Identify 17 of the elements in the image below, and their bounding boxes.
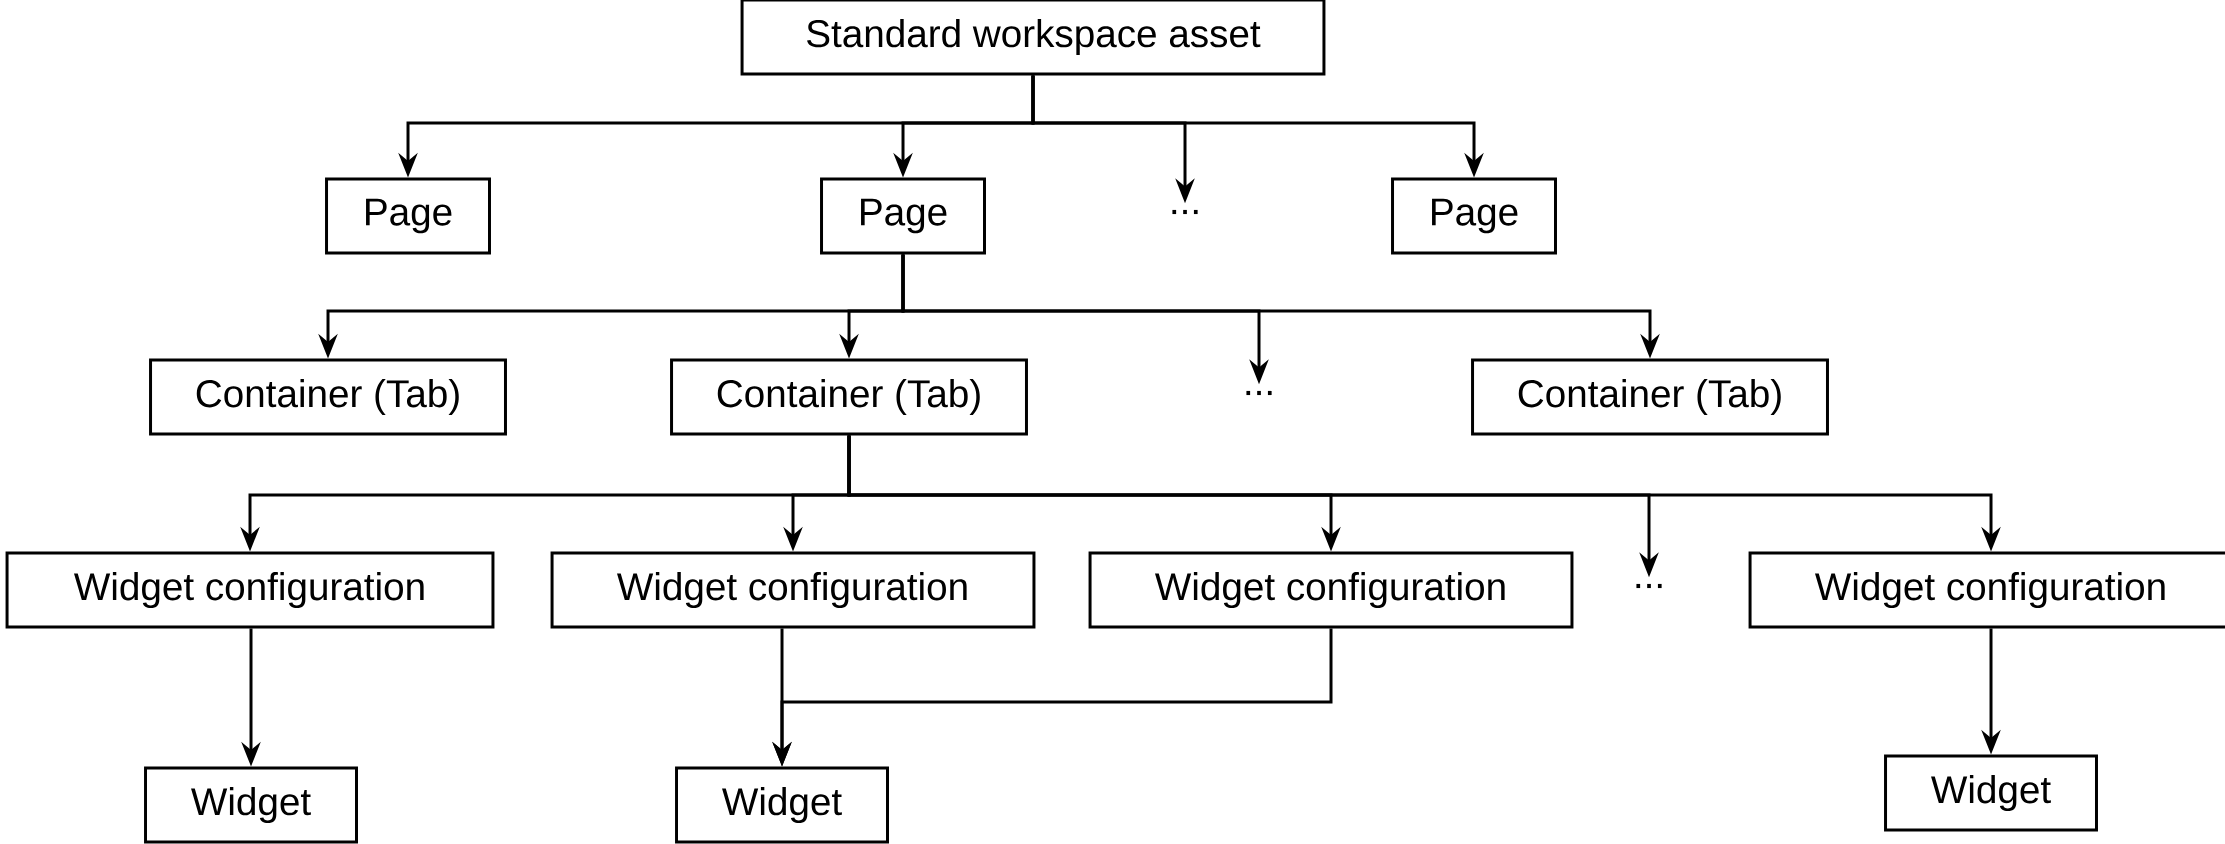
process-box: Standard workspace asset [740, 0, 1326, 76]
process-box: Widget configuration [550, 551, 1036, 629]
process-box: Page [325, 177, 491, 255]
process-box: Widget configuration [1088, 551, 1574, 629]
ellipsis-text: ... [1636, 583, 1662, 589]
ellipsis-text: ... [1172, 209, 1198, 215]
process-box: Widget [675, 766, 889, 844]
process-box: Widget [1884, 754, 2098, 832]
ellipsis-text: ... [1246, 390, 1272, 396]
process-box: Container (Tab) [1471, 358, 1829, 436]
process-box: Widget configuration [5, 551, 495, 629]
process-box: Container (Tab) [149, 358, 507, 436]
process-box: Page [1391, 177, 1557, 255]
process-box: Container (Tab) [670, 358, 1028, 436]
process-box: Page [820, 177, 986, 255]
process-box: Widget configuration [1748, 551, 2225, 629]
process-box: Widget [144, 766, 358, 844]
